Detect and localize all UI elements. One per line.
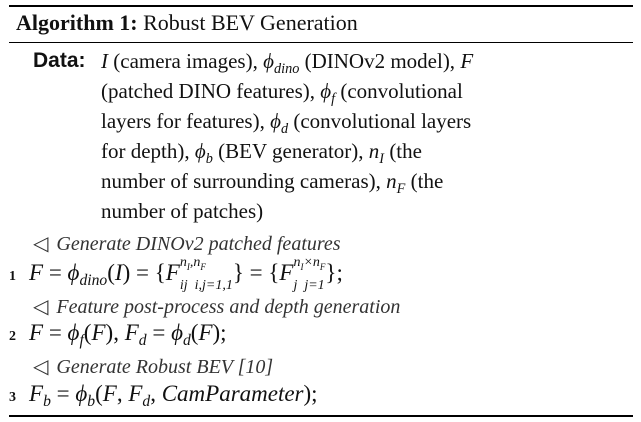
data-line-3: layers for features), ϕd (convolutional …: [101, 109, 472, 137]
data-label: Data:: [33, 49, 86, 72]
data-line-5: number of surrounding cameras), nF (the: [101, 169, 444, 197]
step-2-comment: ◁Feature post-process and depth generati…: [33, 296, 401, 318]
title-rule: [9, 42, 633, 43]
algorithm-title: Algorithm 1: Robust BEV Generation: [16, 9, 358, 37]
bottom-rule: [9, 415, 633, 417]
algorithm-box: Algorithm 1: Robust BEV Generation Data:…: [9, 5, 633, 417]
data-line-4: for depth), ϕb (BEV generator), nI (the: [101, 139, 422, 167]
data-line-2: (patched DINO features), ϕf (convolution…: [101, 79, 463, 107]
algorithm-label: Algorithm 1:: [16, 10, 138, 35]
data-line-1: I (camera images), ϕdino (DINOv2 model),…: [101, 49, 474, 77]
algorithm-name: Robust BEV Generation: [143, 10, 358, 35]
top-rule: [9, 5, 633, 7]
step-3-comment: ◁Generate Robust BEV [10]: [33, 356, 274, 378]
data-line-6: number of patches): [101, 199, 264, 223]
step-1-comment: ◁Generate DINOv2 patched features: [33, 233, 341, 255]
